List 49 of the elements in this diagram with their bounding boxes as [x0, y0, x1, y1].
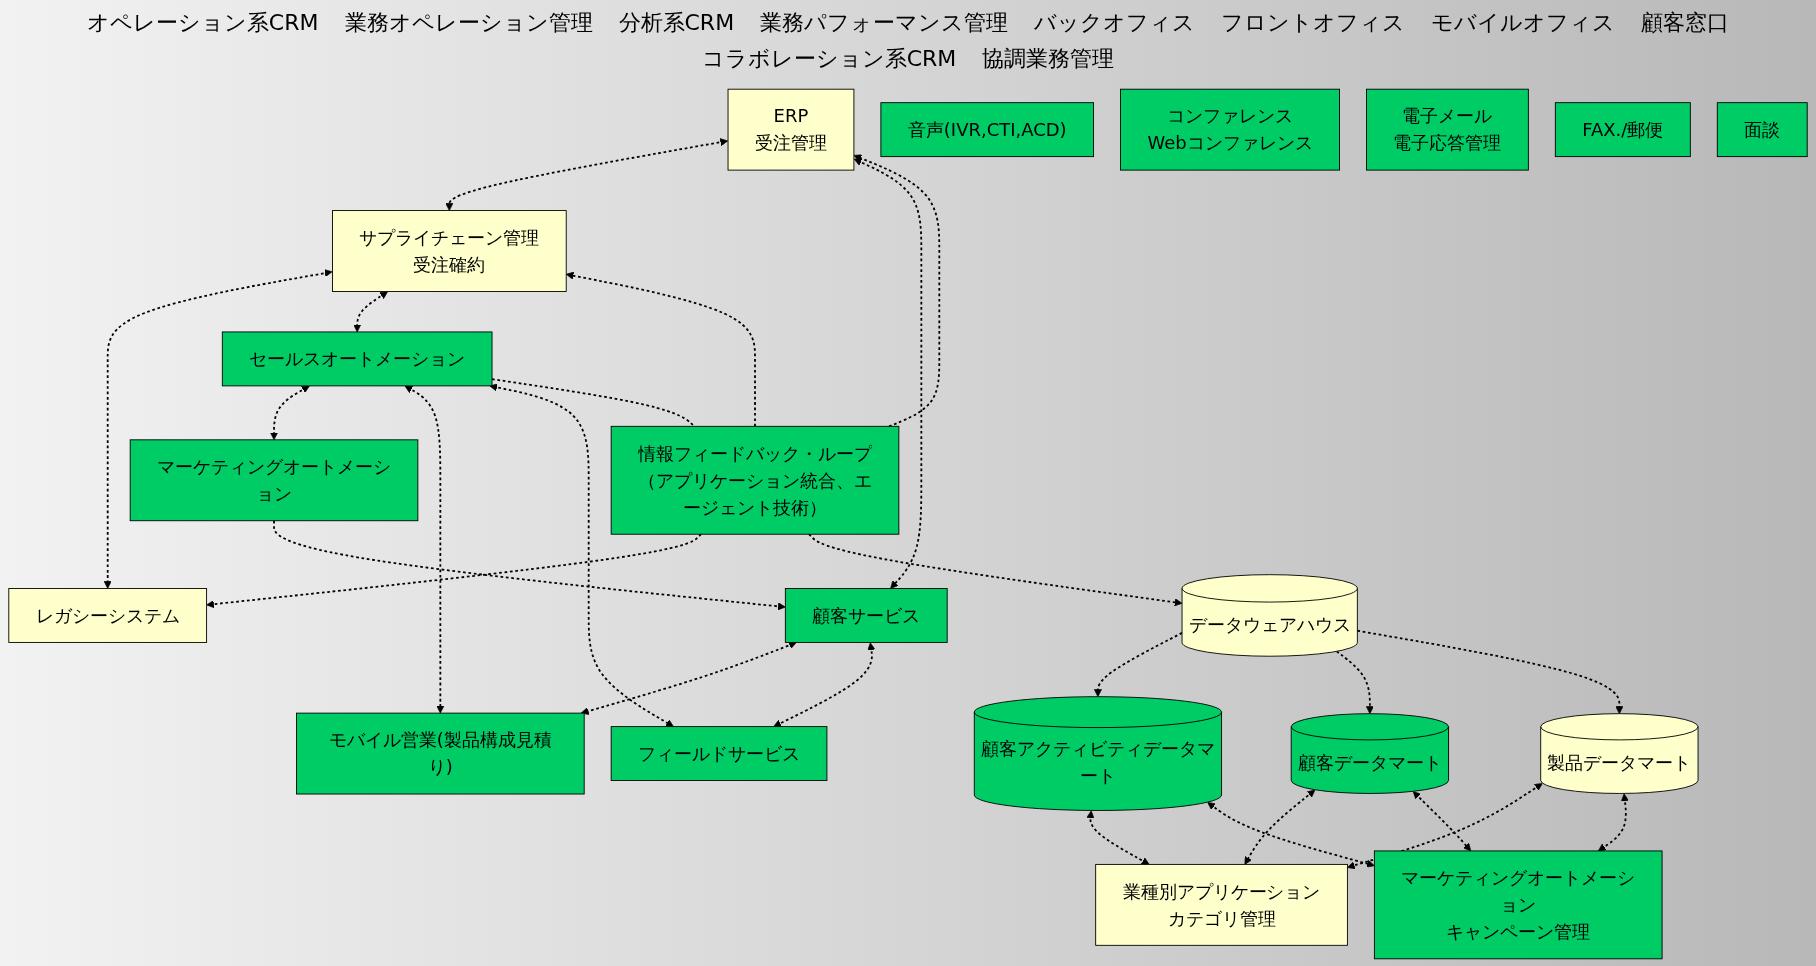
node-box: モバイル営業(製品構成見積り): [296, 712, 585, 795]
node-box: サプライチェーン管理 受注確約: [332, 210, 567, 292]
node-box: 情報フィードバック・ループ （アプリケーション統合、エージェント技術）: [610, 425, 900, 535]
section-label: オペレーション系CRM: [86, 9, 319, 37]
arrow: [273, 519, 786, 611]
arrow: [206, 533, 702, 609]
node-box: 音声(IVR,CTI,ACD): [880, 102, 1094, 158]
node-box: マーケティングオートメーション キャンペーン管理: [1373, 850, 1663, 960]
arrow: [773, 642, 876, 727]
section-label: フロントオフィス: [1221, 9, 1406, 37]
arrow: [1356, 629, 1624, 715]
arrow: [853, 158, 923, 589]
arrow: [1093, 632, 1183, 698]
section-label: 協調業務管理: [982, 45, 1115, 73]
node-box: マーケティングオートメーション: [129, 439, 419, 522]
section-label: モバイルオフィス: [1431, 9, 1616, 37]
section-label: 業務オペレーション管理: [344, 9, 593, 37]
connector: [491, 378, 696, 428]
section-label: 分析系CRM: [618, 9, 735, 37]
node-box: コンファレンス Webコンファレンス: [1120, 88, 1340, 171]
arrow: [270, 385, 310, 441]
node-box: レガシーシステム: [8, 588, 208, 643]
arrow: [404, 385, 445, 714]
arrow: [103, 269, 333, 589]
arrow: [1207, 802, 1375, 868]
section-label: 業務パフォーマンス管理: [760, 9, 1009, 37]
arrow: [353, 291, 388, 333]
arrow: [1597, 793, 1629, 852]
arrow: [1412, 791, 1472, 852]
section-label: 顧客窓口: [1641, 9, 1730, 37]
node-box: 面談: [1716, 102, 1808, 158]
node-box: ERP 受注管理: [727, 88, 855, 171]
arrow: [808, 533, 1183, 607]
node-box: FAX./郵便: [1554, 102, 1691, 158]
node-box: セールスオートメーション: [221, 331, 493, 387]
section-label: コラボレーション系CRM: [701, 45, 957, 73]
arrow: [565, 271, 756, 428]
arrow: [489, 383, 674, 727]
arrow: [853, 154, 941, 428]
section-label: バックオフィス: [1034, 9, 1196, 37]
node-box: フィールドサービス: [610, 726, 828, 781]
arrow: [1244, 789, 1316, 865]
arrow: [1086, 810, 1150, 865]
node-box: 電子メール 電子応答管理: [1366, 88, 1529, 171]
node-box: 業種別アプリケーション カテゴリ管理: [1095, 863, 1348, 946]
arrow: [445, 138, 729, 211]
arrow: [1347, 783, 1543, 870]
arrow: [1335, 650, 1374, 715]
node-box: 顧客サービス: [784, 588, 948, 643]
